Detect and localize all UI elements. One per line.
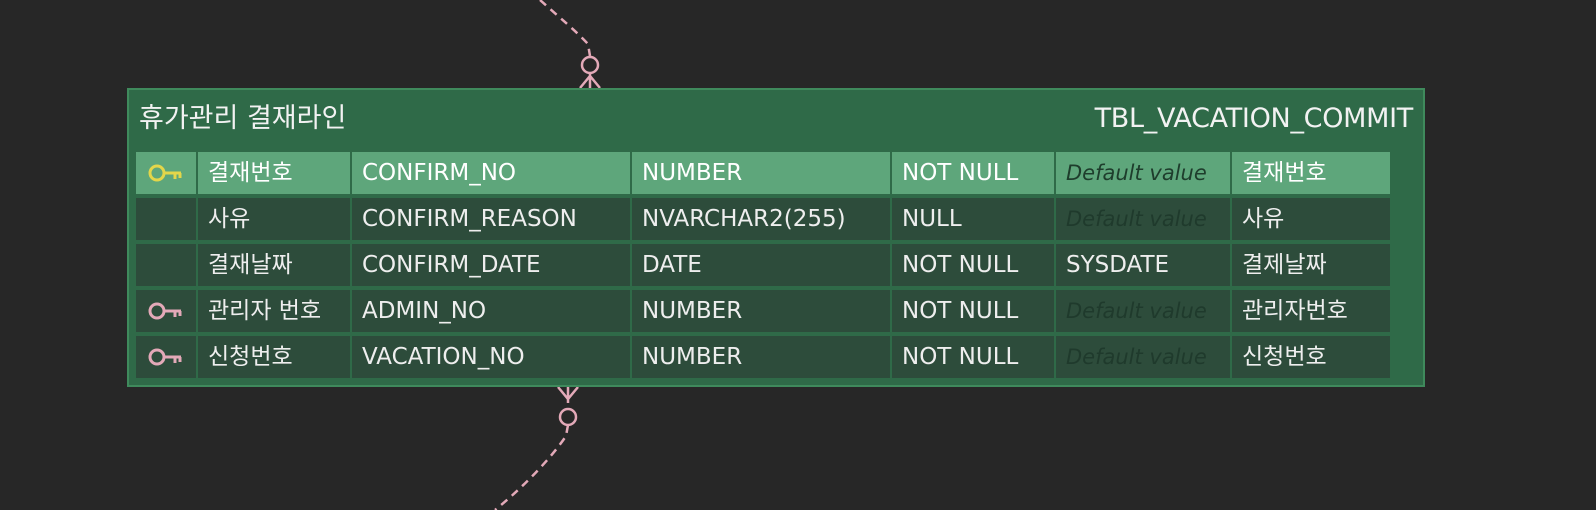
column-data-type[interactable]: NUMBER [632, 152, 890, 194]
default-value-placeholder: Default value [1066, 345, 1207, 369]
default-value-placeholder: Default value [1066, 161, 1207, 185]
column-default-value[interactable]: Default value [1056, 198, 1230, 240]
column-nullable[interactable]: NULL [892, 198, 1054, 240]
relationship-crowfoot-bottom [557, 386, 579, 403]
column-data-type[interactable]: NUMBER [632, 336, 890, 378]
relationship-crowfoot-top [579, 73, 601, 89]
default-value-placeholder: Default value [1066, 299, 1207, 323]
column-data-type[interactable]: NUMBER [632, 290, 890, 332]
key-cell-empty [136, 244, 196, 286]
column-comment[interactable]: 사유 [1232, 198, 1390, 240]
column-physical-name[interactable]: VACATION_NO [352, 336, 630, 378]
column-nullable[interactable]: NOT NULL [892, 244, 1054, 286]
column-comment[interactable]: 관리자번호 [1232, 290, 1390, 332]
column-comment[interactable]: 결재번호 [1232, 152, 1390, 194]
default-value-placeholder: Default value [1066, 207, 1207, 231]
foreign-key-icon [136, 336, 196, 378]
column-default-value[interactable]: Default value [1056, 336, 1230, 378]
entity-header: 휴가관리 결재라인 TBL_VACATION_COMMIT [129, 90, 1423, 148]
column-data-type[interactable]: DATE [632, 244, 890, 286]
column-logical-name[interactable]: 관리자 번호 [198, 290, 350, 332]
column-logical-name[interactable]: 신청번호 [198, 336, 350, 378]
column-data-type[interactable]: NVARCHAR2(255) [632, 198, 890, 240]
column-comment[interactable]: 신청번호 [1232, 336, 1390, 378]
entity-logical-name: 휴가관리 결재라인 [139, 103, 347, 134]
column-nullable[interactable]: NOT NULL [892, 152, 1054, 194]
column-default-value[interactable]: Default value [1056, 152, 1230, 194]
column-logical-name[interactable]: 결재날짜 [198, 244, 350, 286]
key-cell-empty [136, 198, 196, 240]
relationship-optional-circle-bottom [558, 407, 578, 427]
relationship-optional-circle-top [580, 55, 600, 75]
column-physical-name[interactable]: CONFIRM_DATE [352, 244, 630, 286]
column-default-value[interactable]: Default value [1056, 290, 1230, 332]
column-physical-name[interactable]: CONFIRM_NO [352, 152, 630, 194]
column-nullable[interactable]: NOT NULL [892, 336, 1054, 378]
column-default-value[interactable]: SYSDATE [1056, 244, 1230, 286]
relationship-line-top[interactable] [539, 0, 592, 57]
column-physical-name[interactable]: ADMIN_NO [352, 290, 630, 332]
primary-key-icon [136, 152, 196, 194]
column-nullable[interactable]: NOT NULL [892, 290, 1054, 332]
entity-physical-name: TBL_VACATION_COMMIT [1094, 103, 1414, 134]
column-logical-name[interactable]: 사유 [198, 198, 350, 240]
column-comment[interactable]: 결제날짜 [1232, 244, 1390, 286]
foreign-key-icon [136, 290, 196, 332]
relationship-line-bottom[interactable] [494, 424, 570, 510]
column-physical-name[interactable]: CONFIRM_REASON [352, 198, 630, 240]
column-logical-name[interactable]: 결재번호 [198, 152, 350, 194]
